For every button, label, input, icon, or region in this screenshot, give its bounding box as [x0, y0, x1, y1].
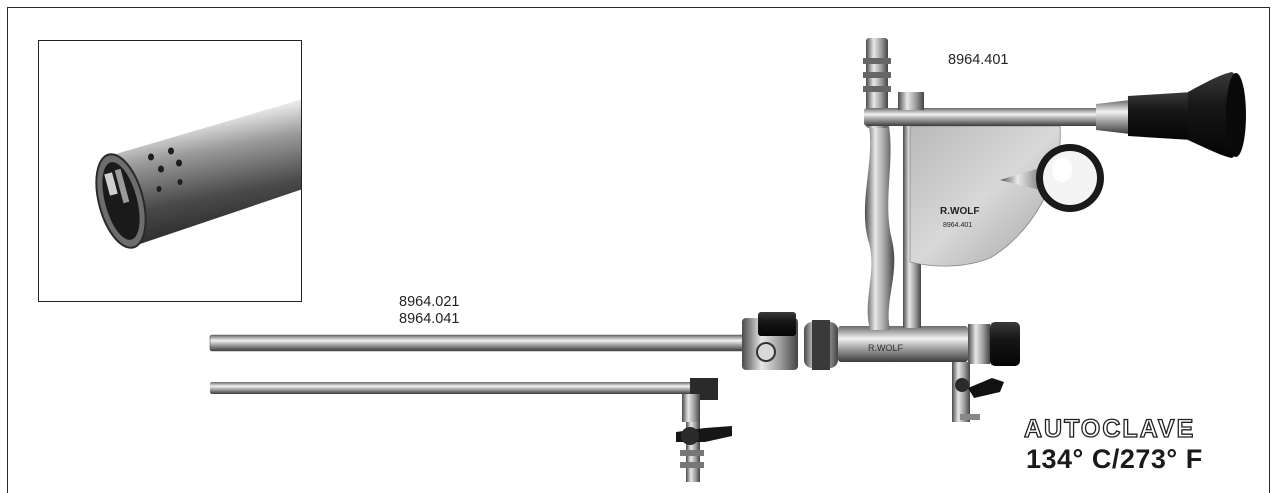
- body-engraving: R.WOLF: [868, 343, 904, 353]
- outer-sheath: [209, 334, 751, 352]
- autoclave-temperature: 134° C/273° F: [1026, 444, 1203, 474]
- sheath-tip-detail-inset: [38, 40, 302, 302]
- plate-code-engraving: 8964.401: [943, 222, 972, 229]
- sheath-code-label-2: 8964.041: [399, 311, 460, 327]
- page-frame: [7, 7, 1270, 493]
- inner-sheath: [210, 378, 732, 482]
- sheath-tip-illustration: [95, 99, 301, 249]
- sheath-coupling: [742, 312, 838, 370]
- sheath-code-label-1: 8964.021: [399, 294, 460, 310]
- plate-brand-engraving: R.WOLF: [940, 206, 979, 217]
- telescope: [864, 72, 1246, 158]
- autoclave-title: AUTOCLAVE: [1023, 414, 1196, 443]
- scope-code-label: 8964.401: [948, 52, 1009, 68]
- working-element-body: R.WOLF: [838, 322, 1020, 422]
- angle-plate: R.WOLF 8964.401: [909, 125, 1061, 267]
- inflow-holes: [148, 147, 183, 192]
- light-connector: [1000, 144, 1104, 212]
